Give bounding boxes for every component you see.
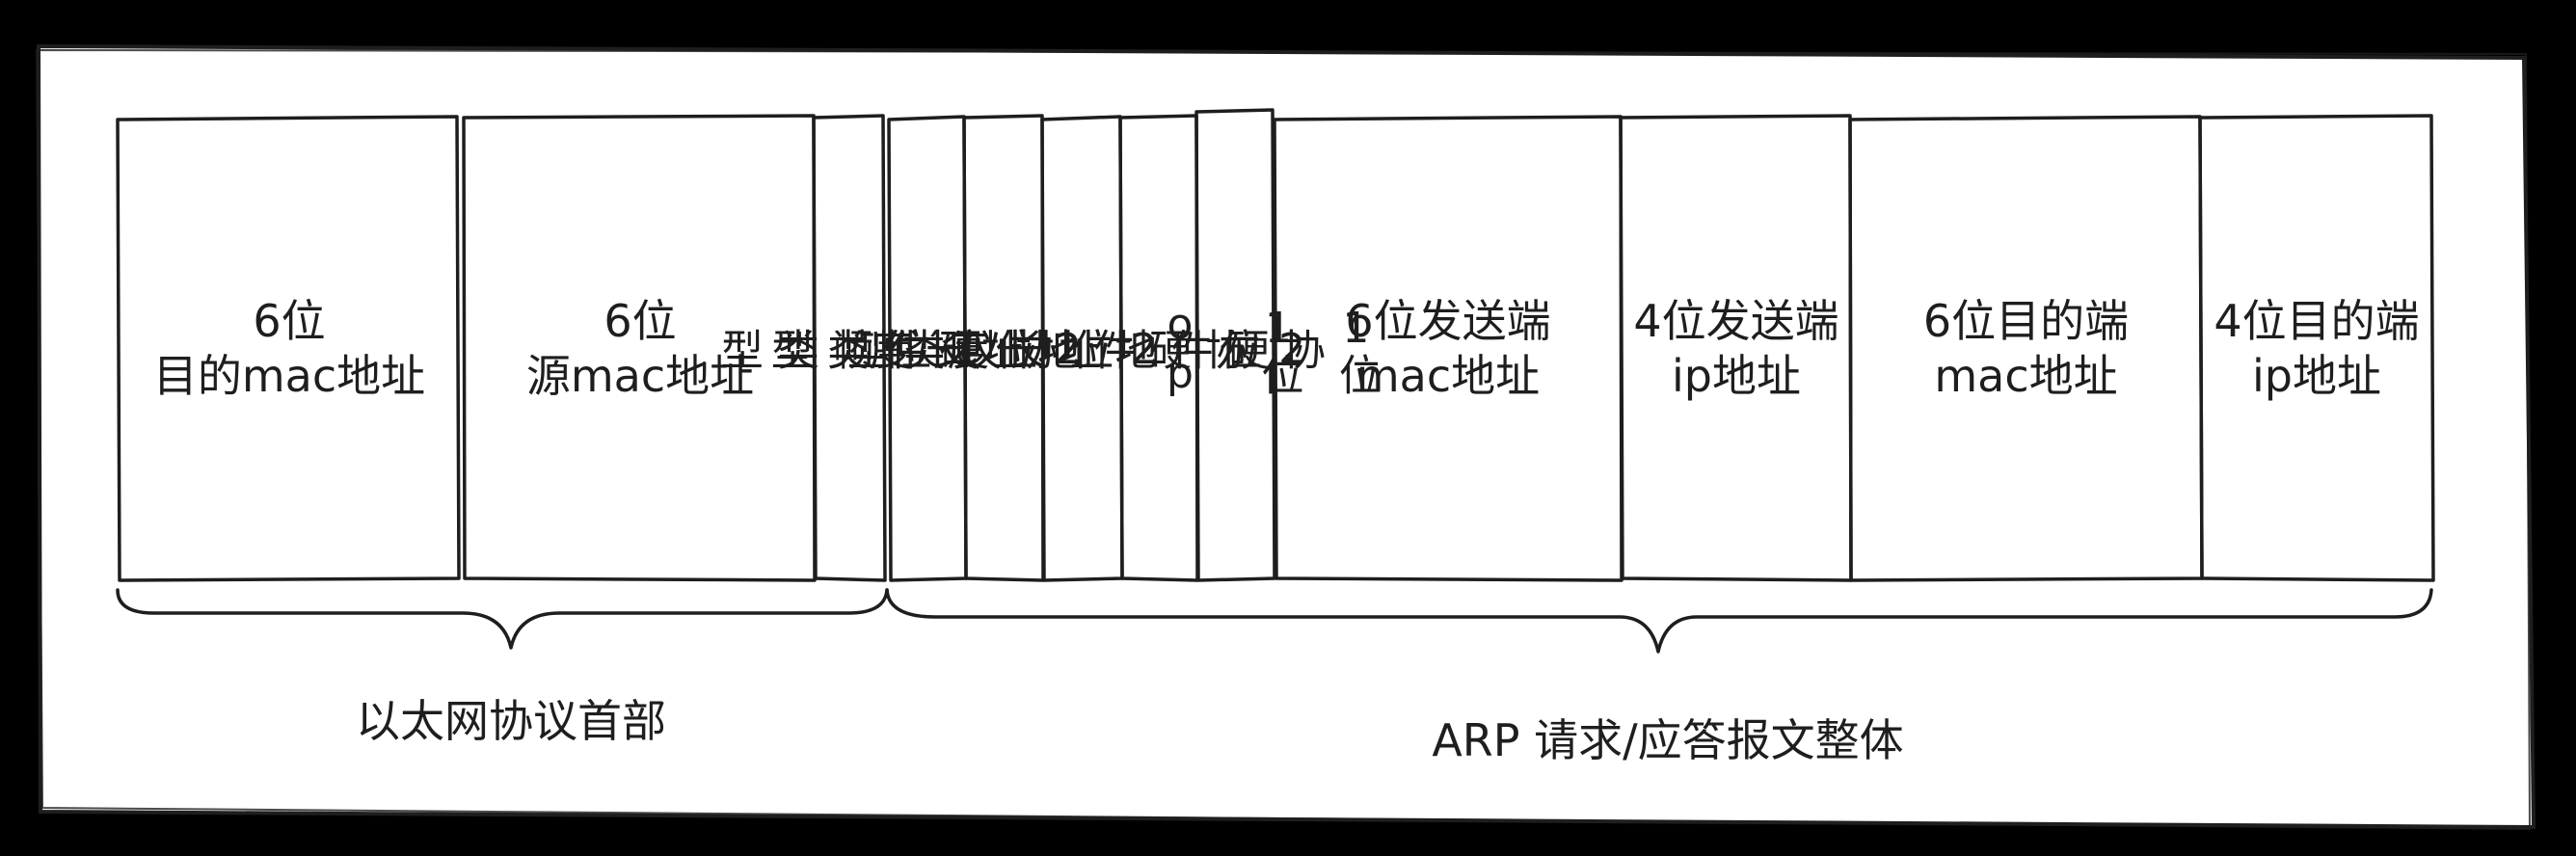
ethernet-header-label: 以太网协议首部	[356, 695, 666, 747]
paper-sheet-sketch-line	[35, 48, 2532, 831]
box-target-ip	[2198, 114, 2435, 582]
arp-message-label: ARP 请求/应答报文整体	[1432, 714, 1904, 766]
box-src-mac	[462, 114, 817, 582]
ethernet-brace	[116, 588, 889, 650]
field-dst-mac: 6位 目的mac地址	[152, 294, 426, 403]
arp-brace	[885, 588, 2433, 654]
box-sender-mac	[1273, 115, 1623, 582]
box-dst-mac	[116, 115, 461, 582]
field-target-ip: 4位目的端 ip地址	[2214, 294, 2420, 403]
field-sender-mac: 6位发送端 mac地址	[1345, 294, 1551, 403]
box-frame-type	[812, 114, 887, 582]
field-boxes	[116, 108, 2435, 582]
field-src-mac: 6位 源mac地址	[525, 294, 755, 403]
field-op: 2 位 op	[1155, 300, 1316, 398]
field-sender-ip: 4位发送端 ip地址	[1633, 294, 1839, 403]
box-op	[1194, 108, 1276, 582]
field-target-mac: 6位目的端 mac地址	[1922, 294, 2130, 403]
braces	[116, 588, 2433, 654]
